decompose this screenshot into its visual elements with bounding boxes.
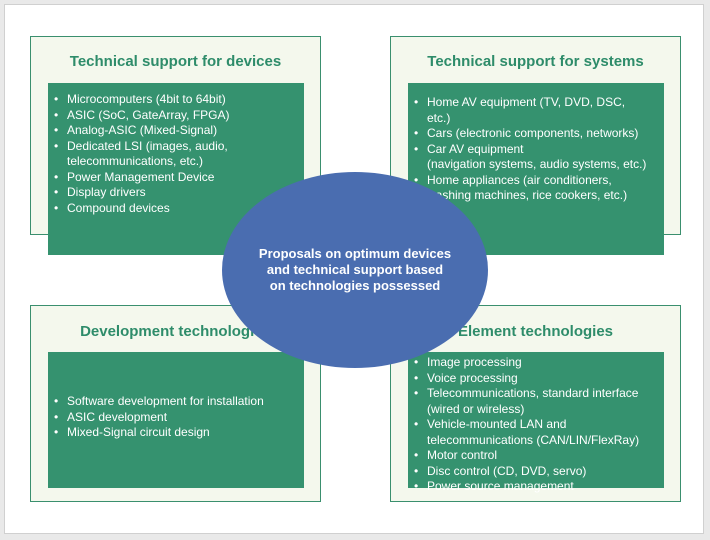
list-item-line: (wired or wireless) [427,401,525,416]
list-item: Dedicated LSI (images, audio,telecommuni… [48,139,304,170]
list-item: Mixed-Signal circuit design [48,425,304,441]
list-item-line: Home appliances (air conditioners, [427,172,612,187]
list-item: Power Management Device [48,170,304,186]
list-item-line: Microcomputers (4bit to 64bit) [67,92,226,106]
development-list: Software development for installationASI… [48,394,304,441]
list-item-line: Cars (electronic components, networks) [427,126,639,140]
list-item: Image processing [408,355,664,371]
list-item: Car AV equipment(navigation systems, aud… [408,142,664,173]
panel-development-body: Software development for installationASI… [48,352,304,488]
list-item-line: Software development for installation [67,394,264,408]
list-item-line: Disc control (CD, DVD, servo) [427,463,587,478]
list-item-line: ASIC (SoC, GateArray, FPGA) [67,107,230,122]
list-item-line: Voice processing [427,370,518,385]
list-item-line: Home AV equipment (TV, DVD, DSC, [427,95,626,109]
list-item-line: washing machines, rice cookers, etc.) [427,188,628,202]
list-item: Home AV equipment (TV, DVD, DSC,etc.) [408,95,664,126]
list-item-line: ASIC development [67,409,168,424]
list-item: Compound devices [48,201,304,217]
list-item-line: Power source management [427,479,574,493]
list-item: Disc control (CD, DVD, servo) [408,464,664,480]
center-line: on technologies possessed [269,278,441,293]
center-line: and technical support based [266,262,444,277]
list-item-line: Motor control [427,448,498,462]
list-item: ASIC (SoC, GateArray, FPGA) [48,108,304,124]
panel-element-body: Image processingVoice processingTelecomm… [408,352,664,494]
list-item: Power source management [408,479,664,495]
list-item-line: Dedicated LSI (images, audio, [67,138,228,153]
list-item-line: Display drivers [67,185,146,199]
list-item: Motor control [408,448,664,464]
panel-systems: Technical support for systems Home AV eq… [390,36,681,255]
list-item: Vehicle-mounted LAN andtelecommunication… [408,417,664,448]
list-item-line: telecommunications (CAN/LIN/FlexRay) [427,432,640,447]
list-item: Voice processing [408,371,664,387]
panel-systems-body: Home AV equipment (TV, DVD, DSC,etc.)Car… [408,83,664,255]
list-item-line: Power Management Device [67,169,215,184]
panel-devices-title: Technical support for devices [69,53,282,70]
list-item-line: telecommunications, etc.) [67,154,204,168]
list-item: Microcomputers (4bit to 64bit) [48,92,304,108]
list-item-line: Compound devices [67,200,170,215]
list-item-line: Image processing [427,355,522,369]
list-item-line: etc.) [427,110,451,125]
panel-systems-title: Technical support for systems [427,53,644,70]
list-item-line: (navigation systems, audio systems, etc.… [427,157,647,171]
panel-development: Development technologies Software develo… [30,305,321,502]
list-item-line: Telecommunications, standard interface [427,386,639,400]
list-item: ASIC development [48,410,304,426]
list-item: Analog-ASIC (Mixed-Signal) [48,123,304,139]
list-item: Home appliances (air conditioners,washin… [408,173,664,204]
list-item-line: Car AV equipment [427,141,524,156]
list-item: Telecommunications, standard interface(w… [408,386,664,417]
list-item-line: Mixed-Signal circuit design [67,425,210,439]
systems-list: Home AV equipment (TV, DVD, DSC,etc.)Car… [408,95,664,204]
devices-list: Microcomputers (4bit to 64bit)ASIC (SoC,… [48,92,304,216]
center-circle [222,172,488,368]
panel-devices: Technical support for devices Microcompu… [30,36,321,255]
list-item-line: Analog-ASIC (Mixed-Signal) [67,123,218,137]
panel-development-title: Development technologies [80,323,271,340]
element-list: Image processingVoice processingTelecomm… [408,355,664,495]
list-item: Software development for installation [48,394,304,410]
list-item: Display drivers [48,185,304,201]
list-item-line: Vehicle-mounted LAN and [427,417,567,431]
center-text: Proposals on optimum devices and technic… [222,246,488,294]
list-item: Cars (electronic components, networks) [408,126,664,142]
panel-element-title: Element technologies [457,323,614,340]
center-line: Proposals on optimum devices [258,246,452,261]
